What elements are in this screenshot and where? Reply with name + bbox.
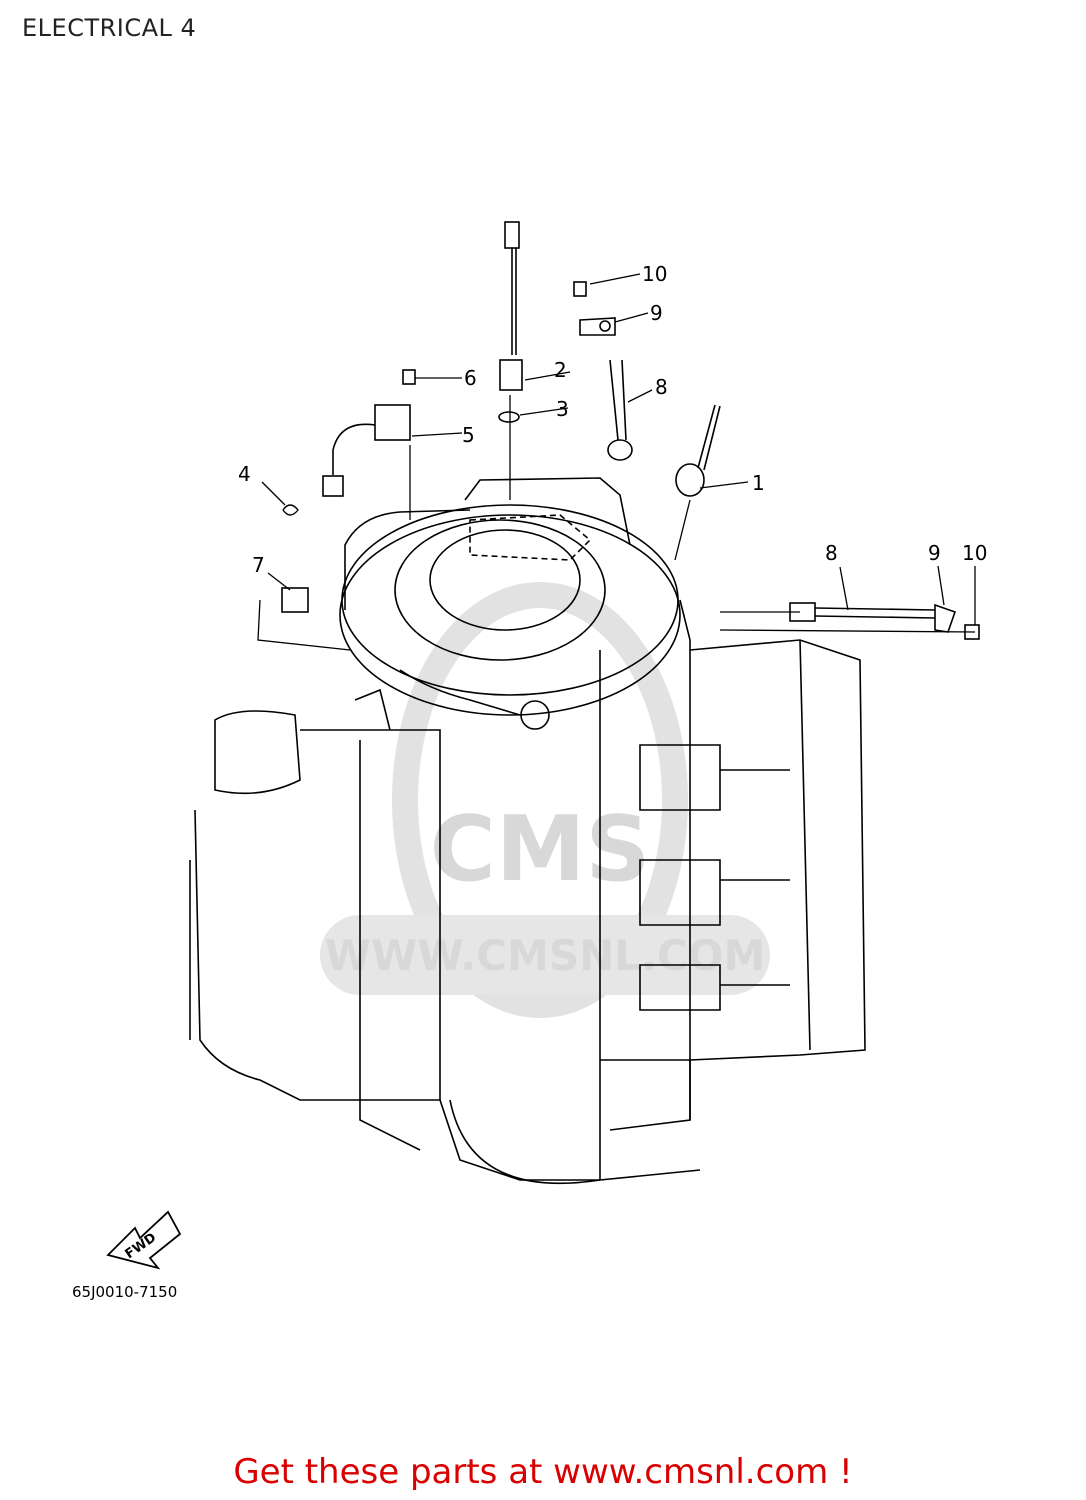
callout-9-right: 9 [928, 541, 941, 565]
part-5-pulser-coil [322, 404, 411, 497]
part-10-bolt-upper [573, 281, 587, 297]
diagram-part-code: 65J0010-7150 [72, 1283, 177, 1301]
part-3-washer [498, 411, 520, 423]
callout-10-upper: 10 [642, 262, 667, 286]
part-2-sender-with-lead [499, 221, 523, 391]
leader-lines [257, 273, 976, 651]
engine-block-drawing [189, 477, 866, 1184]
callout-8-upper: 8 [655, 375, 668, 399]
part-6-bolt [402, 369, 416, 385]
callout-9-upper: 9 [650, 301, 663, 325]
part-10-bolt-right [964, 624, 980, 640]
callout-3: 3 [556, 397, 569, 421]
watermark-url: WWW.CMSNL.COM [325, 931, 766, 980]
part-8-thermo-switch-right [789, 602, 936, 622]
page-title: ELECTRICAL 4 [22, 14, 197, 42]
part-9-cover-upper [579, 317, 616, 336]
footer-cta-link[interactable]: Get these parts at www.cmsnl.com ! [233, 1452, 853, 1492]
callout-2: 2 [554, 358, 567, 382]
fwd-arrow-icon: FWD [106, 1210, 182, 1270]
watermark: CMS WWW.CMSNL.COM [320, 582, 770, 1018]
callout-4: 4 [238, 462, 251, 486]
part-9-cover-right [934, 603, 957, 633]
part-7-holder [281, 587, 309, 613]
callout-10-right: 10 [962, 541, 987, 565]
callout-7: 7 [252, 553, 265, 577]
watermark-logo-text: CMS [430, 797, 650, 902]
part-8-thermo-switch-upper [607, 359, 633, 461]
callout-6: 6 [464, 366, 477, 390]
callout-5: 5 [462, 423, 475, 447]
part-4-clip [282, 504, 299, 516]
callout-8-right: 8 [825, 541, 838, 565]
callout-labels: 1 2 3 4 5 6 7 8 9 10 8 9 10 [238, 262, 987, 577]
callout-1: 1 [752, 471, 765, 495]
part-1-sensor [675, 404, 721, 497]
